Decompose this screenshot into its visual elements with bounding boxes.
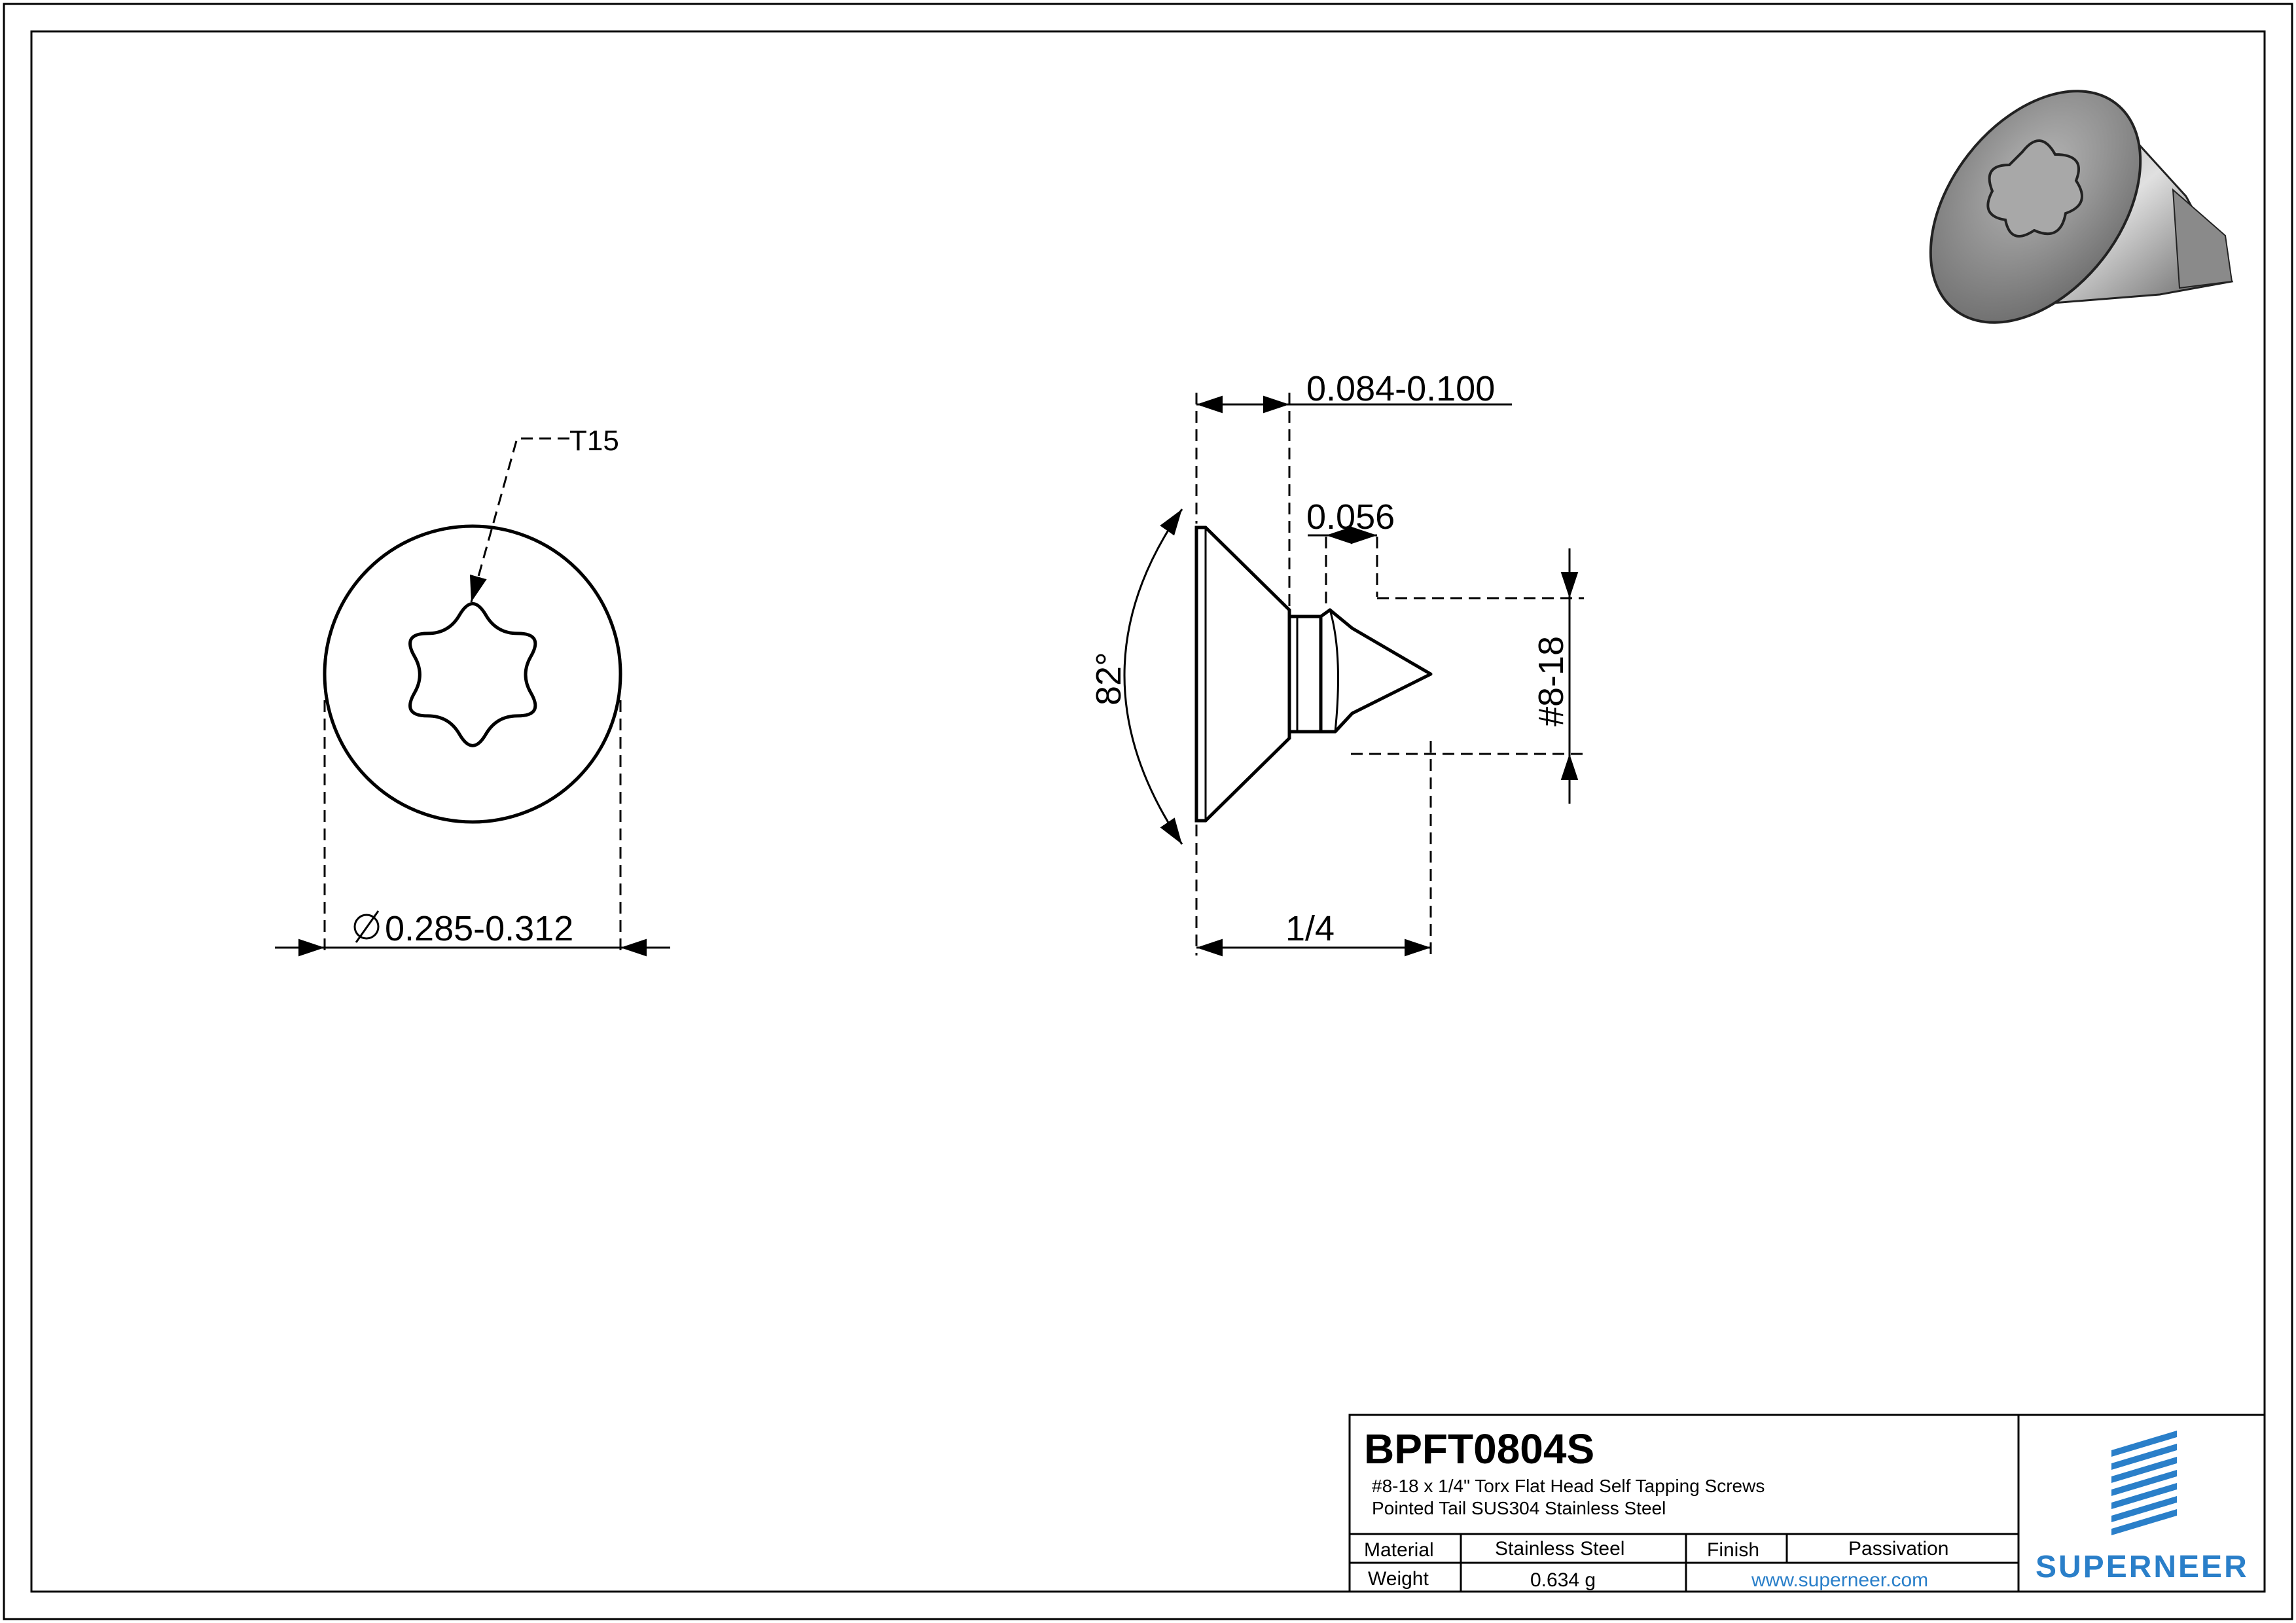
pointed-tail	[1319, 608, 1433, 734]
head-outline	[323, 524, 622, 824]
brand-name: SUPERNEER	[2036, 1550, 2249, 1584]
weight-value: 0.634 g	[1530, 1569, 1596, 1591]
front-view: T15 0.285-0.312	[275, 425, 670, 957]
diameter-symbol-icon	[353, 910, 380, 943]
description-line-2: Pointed Tail SUS304 Stainless Steel	[1372, 1498, 1666, 1518]
point-gap-value: 0.056	[1306, 497, 1395, 537]
countersink-angle-value: 82°	[1089, 652, 1128, 705]
head-height-value: 0.084-0.100	[1306, 369, 1495, 408]
render-torx-recess	[1986, 139, 2083, 238]
angle-arc	[1123, 508, 1183, 845]
torx-recess	[408, 602, 537, 747]
thread-size-value: #8-18	[1532, 636, 1571, 726]
finish-value: Passivation	[1848, 1538, 1948, 1560]
title-block: BPFT0804S #8-18 x 1/4" Torx Flat Head Se…	[1348, 1414, 2266, 1593]
website-link[interactable]: www.superneer.com	[1751, 1569, 1928, 1591]
drawing-frame	[30, 30, 2266, 1593]
screw-head-profile	[1194, 526, 1291, 823]
material-label: Material	[1364, 1539, 1434, 1561]
t15-callout: T15	[569, 425, 619, 457]
render-tip	[2172, 188, 2233, 289]
tail-thread-edge	[1329, 609, 1339, 732]
outer-border	[3, 3, 2293, 1620]
isometric-render	[1929, 90, 2234, 324]
side-view: 0.084-0.100 0.056 #8-18 82° 1/4	[1089, 369, 1584, 957]
t15-leader-line	[469, 437, 569, 603]
head-diameter-value: 0.285-0.312	[385, 909, 573, 948]
weight-label: Weight	[1368, 1568, 1429, 1590]
length-value: 1/4	[1285, 909, 1335, 948]
finish-label: Finish	[1707, 1539, 1759, 1561]
part-number: BPFT0804S	[1364, 1425, 1594, 1472]
description-line-1: #8-18 x 1/4" Torx Flat Head Self Tapping…	[1372, 1476, 1765, 1496]
superneer-stripes-logo-icon	[2111, 1431, 2177, 1535]
material-value: Stainless Steel	[1495, 1538, 1624, 1560]
screw-shank	[1287, 615, 1323, 734]
